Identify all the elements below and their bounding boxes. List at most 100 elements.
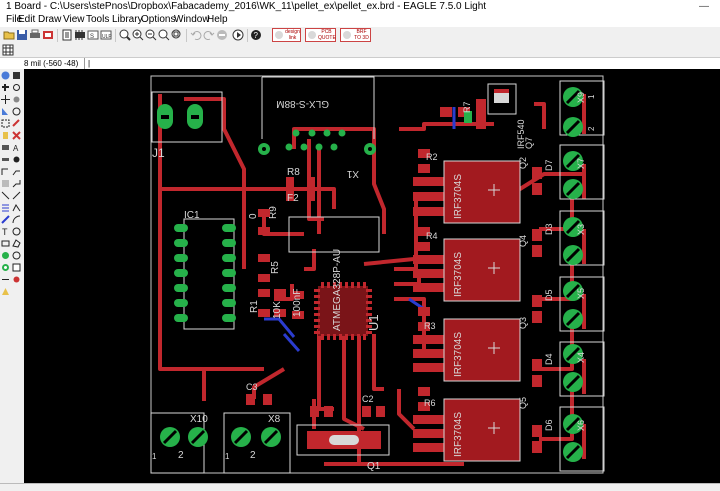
text-icon[interactable]: T: [1, 227, 10, 236]
menu-edit[interactable]: Edit: [18, 14, 36, 25]
cam-icon[interactable]: [42, 29, 54, 41]
print-icon[interactable]: [29, 29, 41, 41]
menu-file[interactable]: File: [6, 14, 23, 25]
label-x4: X4: [576, 352, 586, 363]
pdf-3d-sublabel: TO 3D: [354, 35, 369, 41]
pad-icon[interactable]: [1, 263, 10, 272]
minimize-button[interactable]: —: [699, 1, 709, 12]
ulp-icon[interactable]: ULP: [100, 29, 112, 41]
board-canvas[interactable]: J1 GLX-S-88M X1 R8 F2 R9 IC1: [24, 69, 720, 483]
signal-icon[interactable]: [12, 203, 21, 212]
help-icon[interactable]: ?: [250, 29, 262, 41]
redo-icon[interactable]: [203, 29, 215, 41]
show-icon[interactable]: [12, 71, 21, 80]
script-icon[interactable]: S: [87, 29, 99, 41]
label-mosfet-2: IRF3704S: [453, 252, 464, 297]
pin-label-1: 1: [225, 452, 230, 461]
zoom-redraw-icon[interactable]: [158, 29, 170, 41]
copy-icon[interactable]: [12, 95, 21, 104]
zoom-in-icon[interactable]: [132, 29, 144, 41]
toolbar-separator: [57, 29, 58, 42]
menu-options[interactable]: Options: [141, 14, 176, 25]
svg-text:A: A: [13, 144, 19, 152]
errors-icon[interactable]: [1, 287, 10, 296]
grid-icon[interactable]: [2, 44, 14, 56]
hole-icon[interactable]: [12, 251, 21, 260]
menu-draw[interactable]: Draw: [38, 14, 62, 25]
mosfet-q4: R4 IRF3704S Q4: [413, 227, 528, 302]
menu-bar: File Edit Draw View Tools Library Option…: [0, 13, 720, 27]
window-title: 1 Board - C:\Users\stePnos\Dropbox\Fabac…: [6, 1, 487, 12]
x8-terminal: X8 1 2: [225, 414, 281, 461]
optimize-icon[interactable]: [1, 179, 10, 188]
value-icon[interactable]: [1, 155, 10, 164]
line-icon[interactable]: [1, 215, 10, 224]
label-q2: Q2: [518, 157, 528, 169]
zoom-fit-icon[interactable]: [119, 29, 131, 41]
info-icon[interactable]: [1, 71, 10, 80]
paste-icon[interactable]: [1, 131, 10, 140]
menu-library[interactable]: Library: [112, 14, 143, 25]
label-r1: R1: [249, 300, 260, 313]
via-icon[interactable]: [1, 251, 10, 260]
mirror-icon[interactable]: [1, 107, 10, 116]
smash-icon[interactable]: [12, 155, 21, 164]
board-outline: [150, 75, 604, 474]
label-x9: X9: [576, 92, 586, 103]
autorouter-icon[interactable]: [1, 203, 10, 212]
rotate-icon[interactable]: [12, 107, 21, 116]
dimension-icon[interactable]: [1, 275, 10, 284]
tool-palette: A T: [0, 69, 24, 483]
zoom-select-icon[interactable]: [171, 29, 183, 41]
label-u1: U1: [366, 314, 381, 331]
miter-icon[interactable]: [1, 167, 10, 176]
menu-tools[interactable]: Tools: [86, 14, 110, 25]
menu-help[interactable]: Help: [207, 14, 228, 25]
sheet-icon[interactable]: [61, 29, 73, 41]
menu-view[interactable]: View: [63, 14, 85, 25]
mark-icon[interactable]: [12, 83, 21, 92]
group-icon[interactable]: [1, 119, 10, 128]
name-icon[interactable]: A: [12, 143, 21, 152]
drc-icon[interactable]: [12, 275, 21, 284]
pcb-quote-sublabel: QUOTE: [318, 35, 336, 41]
pcb-quote-label: PCB: [321, 29, 332, 35]
label-r7: R7: [462, 101, 472, 113]
undo-icon[interactable]: [190, 29, 202, 41]
circle-icon[interactable]: [12, 227, 21, 236]
route-icon[interactable]: [12, 179, 21, 188]
board-icon[interactable]: [74, 29, 86, 41]
label-d6: D6: [544, 419, 554, 431]
label-d3: D3: [544, 223, 554, 235]
label-x7: X7: [576, 158, 586, 169]
rect-icon[interactable]: [1, 239, 10, 248]
display-icon[interactable]: [1, 83, 10, 92]
change-icon[interactable]: [12, 119, 21, 128]
add-icon[interactable]: [1, 143, 10, 152]
mosfet-q5: R6 IRF3704S Q5: [413, 387, 528, 462]
ripup-icon[interactable]: [1, 191, 10, 200]
delete-icon[interactable]: [12, 131, 21, 140]
j1-connector: J1: [152, 104, 203, 160]
split-icon[interactable]: [12, 167, 21, 176]
wire-icon[interactable]: [12, 191, 21, 200]
command-line-input[interactable]: |: [84, 58, 720, 69]
label-10k: 10K: [272, 301, 283, 319]
save-icon[interactable]: [16, 29, 28, 41]
open-icon[interactable]: [3, 29, 15, 41]
menu-window[interactable]: Window: [174, 14, 210, 25]
zoom-out-icon[interactable]: [145, 29, 157, 41]
polygon-icon[interactable]: [12, 239, 21, 248]
label-mosfet-4: IRF3704S: [453, 412, 464, 457]
stop-icon[interactable]: [216, 29, 228, 41]
mosfet-q3: R3 IRF3704S Q3: [413, 307, 528, 382]
go-icon[interactable]: [232, 29, 244, 41]
attribute-icon[interactable]: [12, 263, 21, 272]
arc-icon[interactable]: [12, 215, 21, 224]
label-connector: GLX-S-88M: [276, 98, 329, 109]
label-j1: J1: [152, 146, 165, 160]
move-icon[interactable]: [1, 95, 10, 104]
